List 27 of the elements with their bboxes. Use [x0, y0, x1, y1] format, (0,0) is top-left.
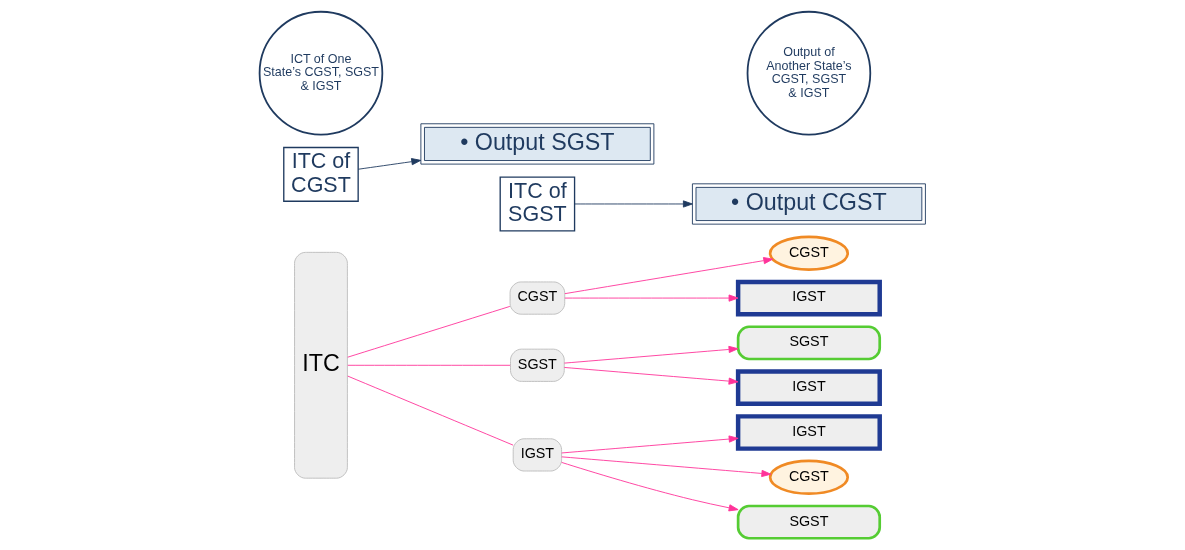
node-box: ITC — [294, 251, 348, 479]
node-box: IGST — [735, 414, 882, 451]
arrow — [574, 200, 693, 208]
node-ellipse: CGST — [768, 235, 850, 271]
connector — [347, 375, 514, 446]
node-box: IGST — [735, 369, 882, 407]
node-circle: ICT of One State’s CGST, SGST & IGST — [258, 10, 384, 136]
node-box: ITC of CGST — [283, 146, 359, 202]
arrow — [561, 456, 772, 478]
arrow — [561, 461, 739, 512]
arrow — [564, 257, 774, 295]
arrow — [357, 158, 422, 170]
connector — [347, 364, 511, 366]
arrow — [564, 294, 739, 302]
node-box: SGST — [510, 348, 565, 382]
node-box: SGST — [736, 325, 882, 361]
node-box: IGST — [735, 279, 882, 317]
node-box: CGST — [509, 281, 566, 315]
arrow — [563, 345, 739, 364]
node-box: IGST — [512, 438, 563, 472]
connector — [347, 305, 511, 358]
node-box: SGST — [736, 504, 882, 540]
arrow — [561, 435, 739, 454]
arrow — [563, 367, 739, 385]
node-box: ITC of SGST — [499, 176, 576, 232]
node-ellipse: CGST — [768, 459, 850, 496]
node-circle: Output of Another State’s CGST, SGST & IGST — [746, 10, 872, 136]
